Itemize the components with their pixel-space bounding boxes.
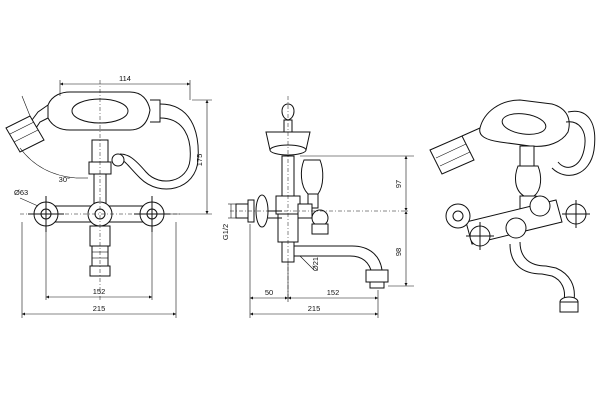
dim-side-spout-dia: Ø21 [311,257,320,271]
dim-front-top: 114 [119,74,131,83]
shower-head [5,95,45,153]
dim-front-centres: 152 [93,287,106,296]
dim-side-lower: 98 [394,248,403,256]
iso-valve [445,195,590,250]
iso-spout [509,241,579,313]
dim-front-overall: 215 [93,304,106,313]
iso-view [429,99,596,313]
dim-side-wall: 50 [265,288,273,297]
side-view: 97 98 G1/2 Ø21 50 152 215 [221,96,414,318]
spout-side [294,245,389,289]
dim-side-overall: 215 [308,304,321,313]
front-view: 114 175 30° Ø63 152 215 [5,74,212,318]
iso-handset [479,99,596,176]
dim-front-angle: 30° [59,175,70,184]
dim-front-diameter: Ø63 [14,188,28,197]
dim-front-height: 175 [195,154,204,167]
cradle-stem [88,139,125,205]
dim-side-centres: 152 [327,288,340,297]
iso-shower-head [429,127,481,175]
dim-side-thread: G1/2 [221,224,230,240]
lever-side [300,159,324,209]
dim-side-upper: 97 [394,180,403,188]
